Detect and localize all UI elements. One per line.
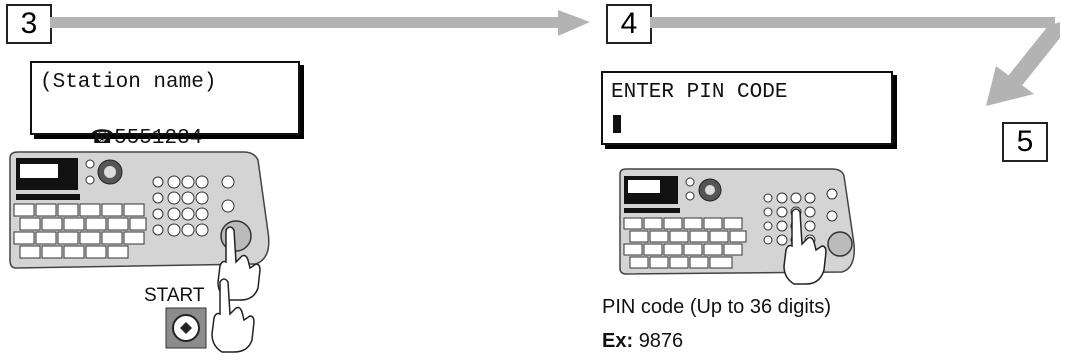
telephone-icon: ☎ bbox=[90, 126, 115, 148]
example-line: Ex: 9876 bbox=[602, 330, 683, 353]
start-button-label: START bbox=[144, 285, 205, 306]
text-cursor bbox=[613, 115, 621, 133]
step-5-number: 5 bbox=[1002, 122, 1048, 162]
display-line-station-name: (Station name) bbox=[40, 71, 217, 94]
example-prefix: Ex: bbox=[602, 330, 634, 352]
flow-arrow-4-to-5 bbox=[650, 17, 1060, 106]
control-panel-illustration-step-4 bbox=[619, 168, 855, 285]
step-3-number: 3 bbox=[6, 4, 52, 44]
example-value: 9876 bbox=[638, 330, 684, 352]
pin-code-caption: PIN code (Up to 36 digits) bbox=[602, 296, 831, 318]
display-screen-step-4: ENTER PIN CODE bbox=[601, 71, 893, 145]
control-panel-illustration-step-3 bbox=[9, 151, 270, 353]
display-screen-step-3: (Station name) ☎5551234 bbox=[30, 61, 300, 150]
display-line-phone: ☎5551234 bbox=[40, 103, 202, 173]
step-4-number: 4 bbox=[606, 4, 652, 44]
flow-arrow-3-to-4 bbox=[50, 10, 590, 36]
display-line-enter-pin: ENTER PIN CODE bbox=[611, 81, 788, 104]
phone-number: 5551234 bbox=[114, 127, 203, 150]
